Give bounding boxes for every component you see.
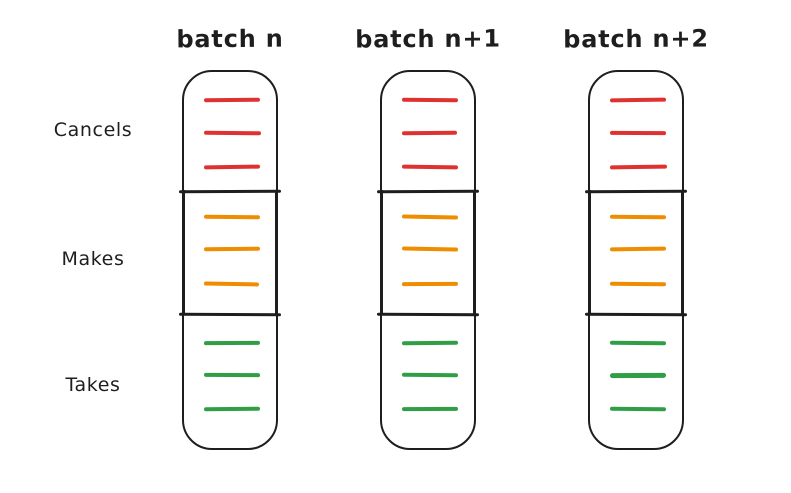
- cancels-makes-divider: [376, 189, 480, 193]
- batch-column-n2: batch n+2: [563, 24, 709, 450]
- take-order-stroke: [203, 372, 261, 377]
- makes-section-outline: [183, 190, 277, 314]
- make-order-stroke: [203, 214, 261, 219]
- batch-column-n: batch n: [176, 25, 284, 450]
- cancels-makes-divider: [584, 189, 688, 193]
- make-order-stroke: [609, 281, 667, 286]
- batch-outline: [178, 70, 282, 450]
- cancel-order-stroke: [401, 130, 458, 135]
- cancel-order-stroke: [609, 97, 667, 102]
- cancel-order-stroke: [609, 130, 667, 135]
- take-order-stroke: [401, 372, 459, 377]
- row-label-cancels: Cancels: [53, 119, 133, 141]
- make-order-stroke: [203, 246, 261, 251]
- batch-column-n1: batch n+1: [355, 24, 501, 450]
- batch-title: batch n+2: [563, 24, 709, 54]
- take-order-stroke: [203, 406, 261, 412]
- batch-title: batch n: [176, 24, 284, 54]
- cancels-makes-divider: [178, 189, 282, 193]
- cancel-order-stroke: [203, 164, 261, 169]
- take-order-stroke: [401, 406, 459, 412]
- take-order-stroke: [203, 340, 261, 346]
- cancel-order-stroke: [609, 164, 668, 169]
- row-label-makes: Makes: [61, 248, 125, 270]
- take-order-stroke: [609, 406, 667, 411]
- cancel-order-stroke: [401, 164, 459, 169]
- take-order-stroke: [401, 340, 459, 346]
- make-order-stroke: [609, 214, 667, 219]
- makes-takes-divider: [178, 312, 282, 316]
- cancel-order-stroke: [401, 97, 459, 102]
- makes-takes-divider: [584, 312, 688, 316]
- row-label-takes: Takes: [65, 374, 121, 396]
- makes-section-outline: [589, 190, 683, 314]
- take-order-stroke: [609, 340, 667, 345]
- batch-outline: [584, 70, 688, 450]
- makes-takes-divider: [376, 312, 480, 316]
- cancel-order-stroke: [203, 130, 262, 135]
- makes-section-outline: [381, 190, 475, 314]
- batch-outline: [376, 70, 480, 450]
- batch-title: batch n+1: [355, 24, 501, 54]
- cancel-order-stroke: [203, 97, 261, 102]
- take-order-stroke: [609, 372, 667, 378]
- make-order-stroke: [401, 281, 459, 286]
